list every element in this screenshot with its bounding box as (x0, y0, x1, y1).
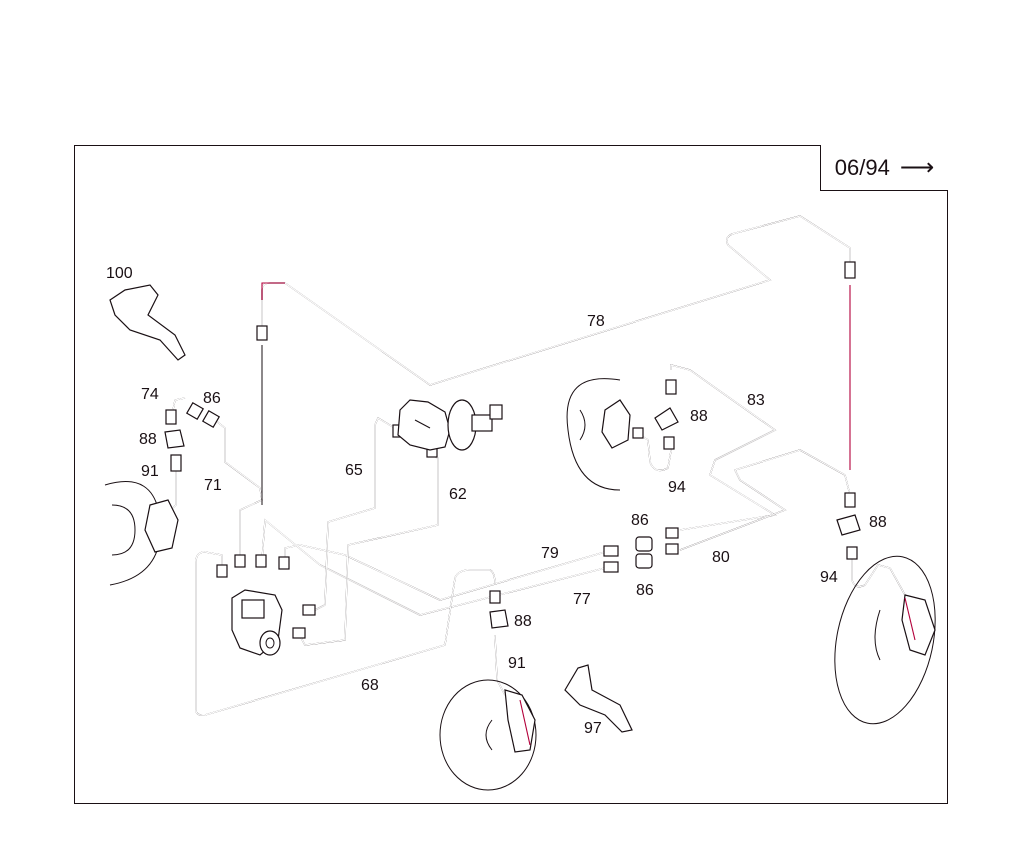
date-code: 06/94 (834, 154, 890, 180)
date-code-box: 06/94 ⟶ (820, 145, 948, 191)
label-88-left: 88 (139, 431, 157, 448)
pipe-80 (679, 449, 851, 551)
label-83: 83 (747, 392, 765, 409)
part-labels: 100 74 86 88 91 71 65 62 78 83 88 94 86 … (106, 265, 887, 737)
pipe-78 (261, 215, 851, 386)
pipe-62 (297, 454, 439, 646)
bracket-100 (109, 284, 186, 361)
label-78: 78 (587, 313, 605, 330)
arrow-right-icon: ⟶ (899, 153, 935, 181)
bracket-97 (564, 664, 633, 733)
right-brake-disc (834, 555, 936, 725)
brake-pipes (164, 215, 906, 716)
label-91-left: 91 (141, 463, 159, 480)
brake-booster (397, 399, 503, 451)
label-88-middle: 88 (690, 408, 708, 425)
label-94-right: 94 (820, 569, 838, 586)
label-65: 65 (345, 462, 363, 479)
pipe-94-right (851, 555, 906, 596)
label-88-right: 88 (869, 514, 887, 531)
label-94-middle: 94 (668, 479, 686, 496)
label-86-top-left: 86 (203, 390, 221, 407)
label-71: 71 (204, 477, 222, 494)
bottom-brake-disc (439, 679, 537, 791)
label-68: 68 (361, 677, 379, 694)
middle-brake-disc (566, 378, 631, 491)
clips-88 (164, 407, 861, 629)
left-brake-disc (104, 481, 179, 586)
label-100: 100 (106, 265, 133, 282)
label-86-center-top: 86 (631, 512, 649, 529)
label-91-bottom: 91 (508, 655, 526, 672)
label-80: 80 (712, 549, 730, 566)
label-62: 62 (449, 486, 467, 503)
diagram-frame (74, 145, 948, 804)
pipe-71 (214, 419, 263, 560)
label-88-bottom: 88 (514, 613, 532, 630)
label-79: 79 (541, 545, 559, 562)
leader-lines (261, 282, 851, 505)
label-97: 97 (584, 720, 602, 737)
label-77: 77 (573, 591, 591, 608)
fittings (165, 261, 858, 639)
label-86-center-bottom: 86 (636, 582, 654, 599)
hydraulic-unit (231, 589, 283, 656)
label-74: 74 (141, 386, 159, 403)
